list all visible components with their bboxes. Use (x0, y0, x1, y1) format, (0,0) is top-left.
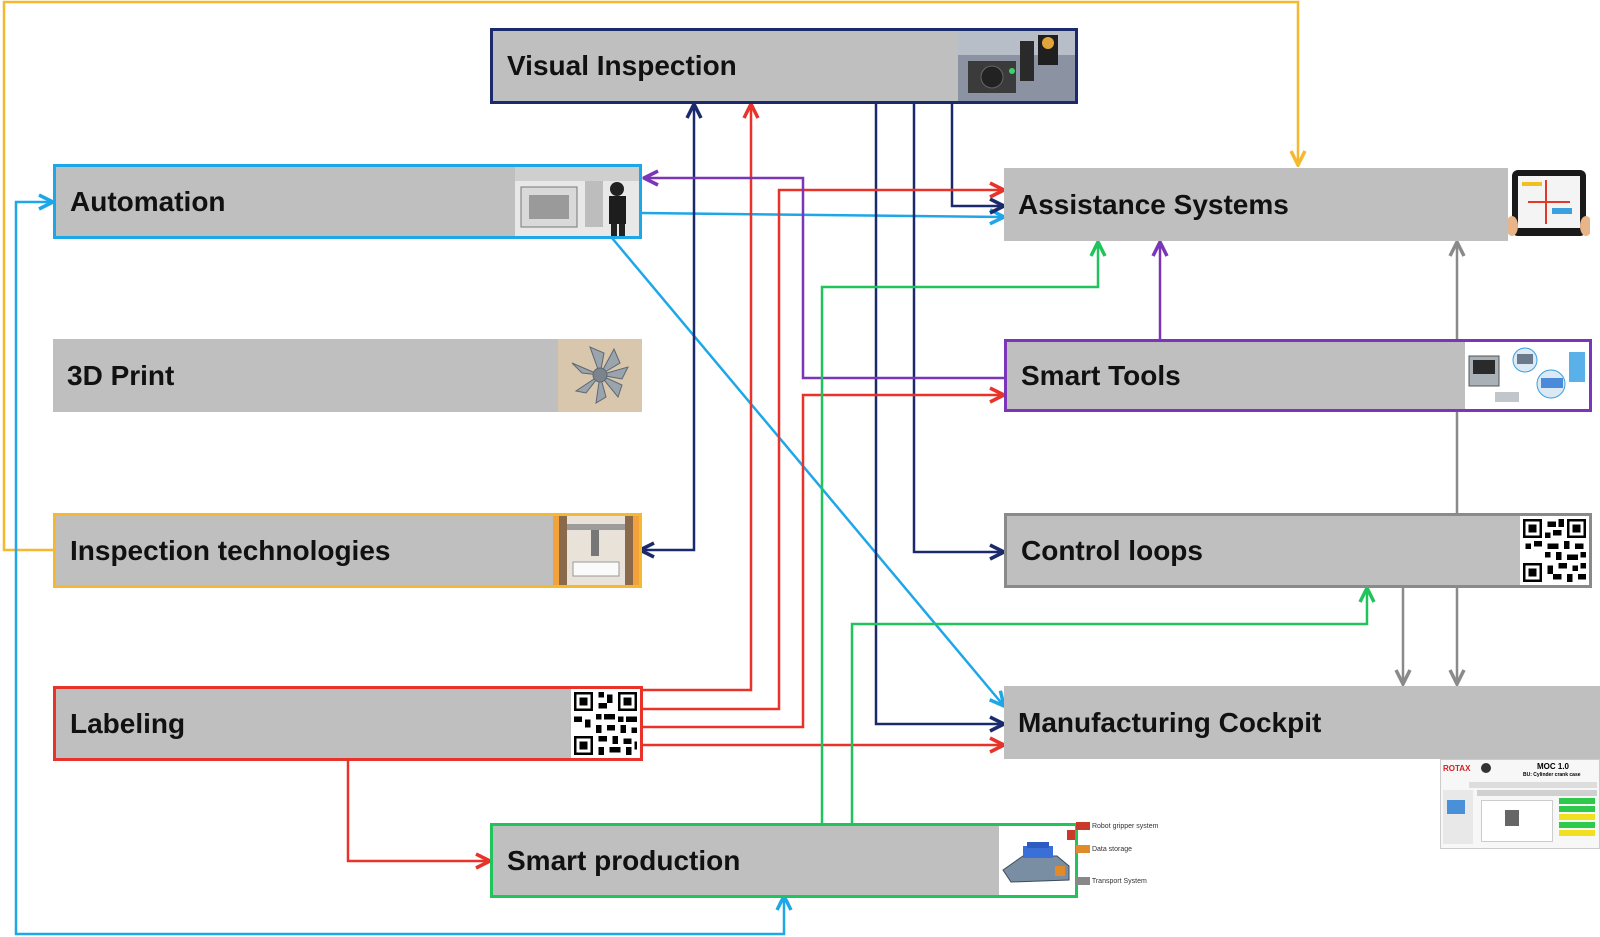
connector-smartproduction-to-automation (14, 202, 784, 936)
moc-brand: ROTAX (1443, 764, 1471, 773)
tablet-icon (1508, 168, 1590, 242)
connector-smart-production-to-control-loops (850, 588, 1367, 823)
moc-dashboard-screenshot: ROTAX MOC 1.0 BU: Cylinder crank case (1440, 759, 1600, 849)
moc-logo-icon (1481, 763, 1491, 773)
connector-visual-to-assistance (950, 104, 1004, 206)
node-smart-tools: Smart Tools (1004, 339, 1592, 412)
moc-subtitle: BU: Cylinder crank case (1523, 772, 1581, 778)
node-label: 3D Print (67, 359, 175, 391)
node-label: Manufacturing Cockpit (1018, 706, 1322, 738)
node-label: Inspection technologies (70, 534, 391, 566)
qr-code-icon (571, 689, 640, 758)
connector-labeling-to-smart-production (346, 760, 490, 861)
callout-text: Robot gripper system (1091, 822, 1159, 830)
node-label: Visual Inspection (507, 50, 737, 81)
moc-title: MOC 1.0 (1537, 762, 1570, 771)
callout-transport-system: Transport System (1076, 877, 1166, 885)
node-3d-print: 3D Print (53, 339, 642, 412)
node-label: Assistance Systems (1018, 188, 1289, 220)
connector-automation-to-cockpit (611, 237, 1004, 706)
node-label: Smart production (507, 844, 741, 876)
node-label: Smart Tools (1021, 359, 1181, 391)
connector-visual-to-cockpit (874, 104, 1004, 724)
connector-labeling-to-assistance (643, 190, 1004, 711)
smart-tools-icon (1465, 342, 1589, 409)
robot-inspection-icon (958, 31, 1075, 101)
connector-visual-inspection-technologies (640, 104, 694, 550)
connector-labeling-to-visual (643, 104, 751, 692)
node-smart-production: Smart production (490, 823, 1078, 898)
production-system-icon (999, 826, 1075, 895)
node-inspection-technologies: Inspection technologies (53, 513, 642, 588)
connector-inspection-to-assistance (2, 0, 1298, 552)
automation-photo-icon (515, 167, 639, 236)
callout-text: Transport System (1091, 877, 1147, 885)
callout-robot-gripper: Robot gripper system (1076, 822, 1166, 830)
node-manufacturing-cockpit: Manufacturing Cockpit (1004, 686, 1600, 759)
node-label: Automation (70, 185, 226, 217)
callout-text: Data storage (1091, 845, 1133, 853)
node-label: Labeling (70, 707, 186, 739)
connector-smart-tools-to-automation (644, 178, 1004, 380)
node-automation: Automation (53, 164, 642, 239)
qr-code-icon (1520, 516, 1589, 585)
connector-smart-production-to-assistance (820, 242, 1098, 823)
node-assistance-systems: Assistance Systems (1004, 168, 1508, 241)
connector-labeling-to-smart-tools (643, 395, 1004, 729)
node-labeling: Labeling (53, 686, 643, 761)
turbine-icon (558, 339, 642, 412)
connector-visual-to-control-loops (912, 104, 1004, 552)
inspection-machine-icon (553, 516, 639, 585)
node-label: Control loops (1021, 534, 1203, 566)
node-control-loops: Control loops (1004, 513, 1592, 588)
connector-automation-to-assistance (641, 213, 1004, 217)
node-visual-inspection: Visual Inspection (490, 28, 1078, 104)
callout-data-storage: Data storage (1076, 845, 1166, 853)
